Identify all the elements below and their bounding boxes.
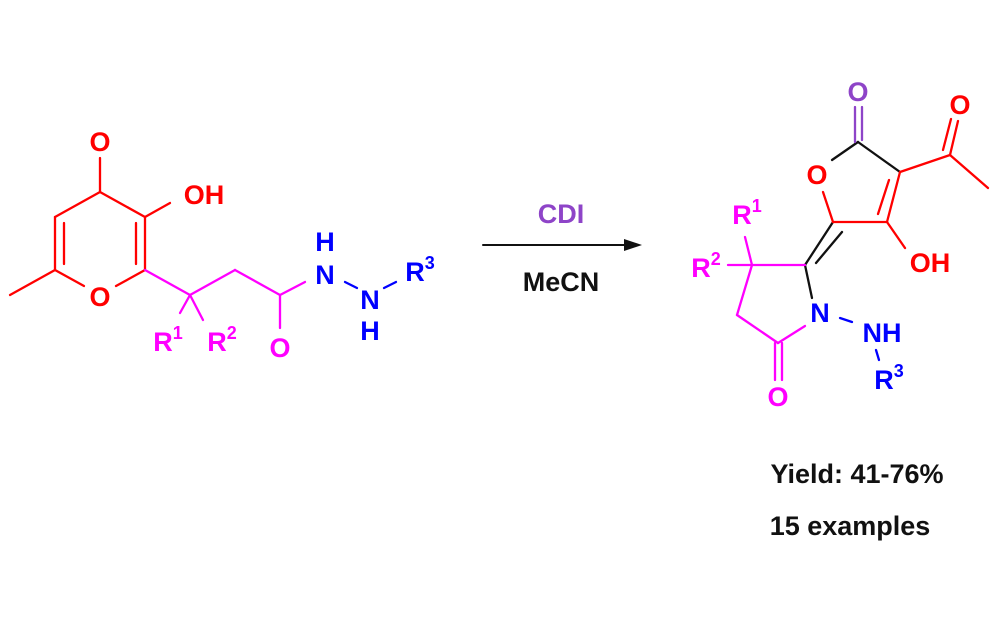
atom-label: O bbox=[847, 77, 868, 107]
atom-label: O bbox=[806, 160, 827, 190]
atom-label: OH bbox=[184, 180, 225, 210]
atom-label: O bbox=[269, 333, 290, 363]
pyranone-bonds bbox=[8, 156, 172, 297]
reagent-label: CDI bbox=[538, 199, 585, 229]
substituent-r3: R3 bbox=[874, 361, 904, 395]
reaction-arrow bbox=[482, 239, 642, 251]
black-bonds bbox=[803, 140, 902, 300]
atom-label: N bbox=[810, 298, 830, 328]
atom-label: O bbox=[767, 382, 788, 412]
substituent-r1: R1 bbox=[153, 323, 183, 357]
atom-label: N bbox=[315, 260, 335, 290]
atom-label: N bbox=[360, 285, 380, 315]
substituent-r3: R3 bbox=[405, 253, 435, 287]
atom-label: O bbox=[949, 90, 970, 120]
hydrazine-bonds bbox=[838, 316, 881, 362]
atom-label: O bbox=[89, 127, 110, 157]
lactone-carbonyl-bonds bbox=[853, 105, 864, 144]
substituent-r1: R1 bbox=[732, 196, 762, 230]
substituent-r2: R2 bbox=[207, 323, 237, 357]
arrowhead-icon bbox=[624, 239, 642, 251]
atom-label: O bbox=[89, 282, 110, 312]
furanone-bonds bbox=[821, 117, 990, 250]
product-molecule: O O O OH R1 R2 N NH R3 O bbox=[691, 77, 990, 412]
yield-text: Yield: 41-76% bbox=[770, 459, 943, 489]
chain-bonds bbox=[143, 268, 307, 330]
pyrrolidinone-bonds bbox=[726, 235, 807, 382]
substituent-r2: R2 bbox=[691, 249, 721, 283]
reactant-molecule: O OH O R1 R2 O H N N H R3 bbox=[8, 127, 435, 363]
atom-label: H bbox=[315, 227, 335, 257]
hydrazide-bonds bbox=[343, 280, 398, 290]
solvent-label: MeCN bbox=[523, 267, 600, 297]
atom-label: NH bbox=[863, 318, 902, 348]
atom-label: H bbox=[360, 316, 380, 346]
examples-text: 15 examples bbox=[770, 511, 931, 541]
atom-label: OH bbox=[910, 248, 951, 278]
